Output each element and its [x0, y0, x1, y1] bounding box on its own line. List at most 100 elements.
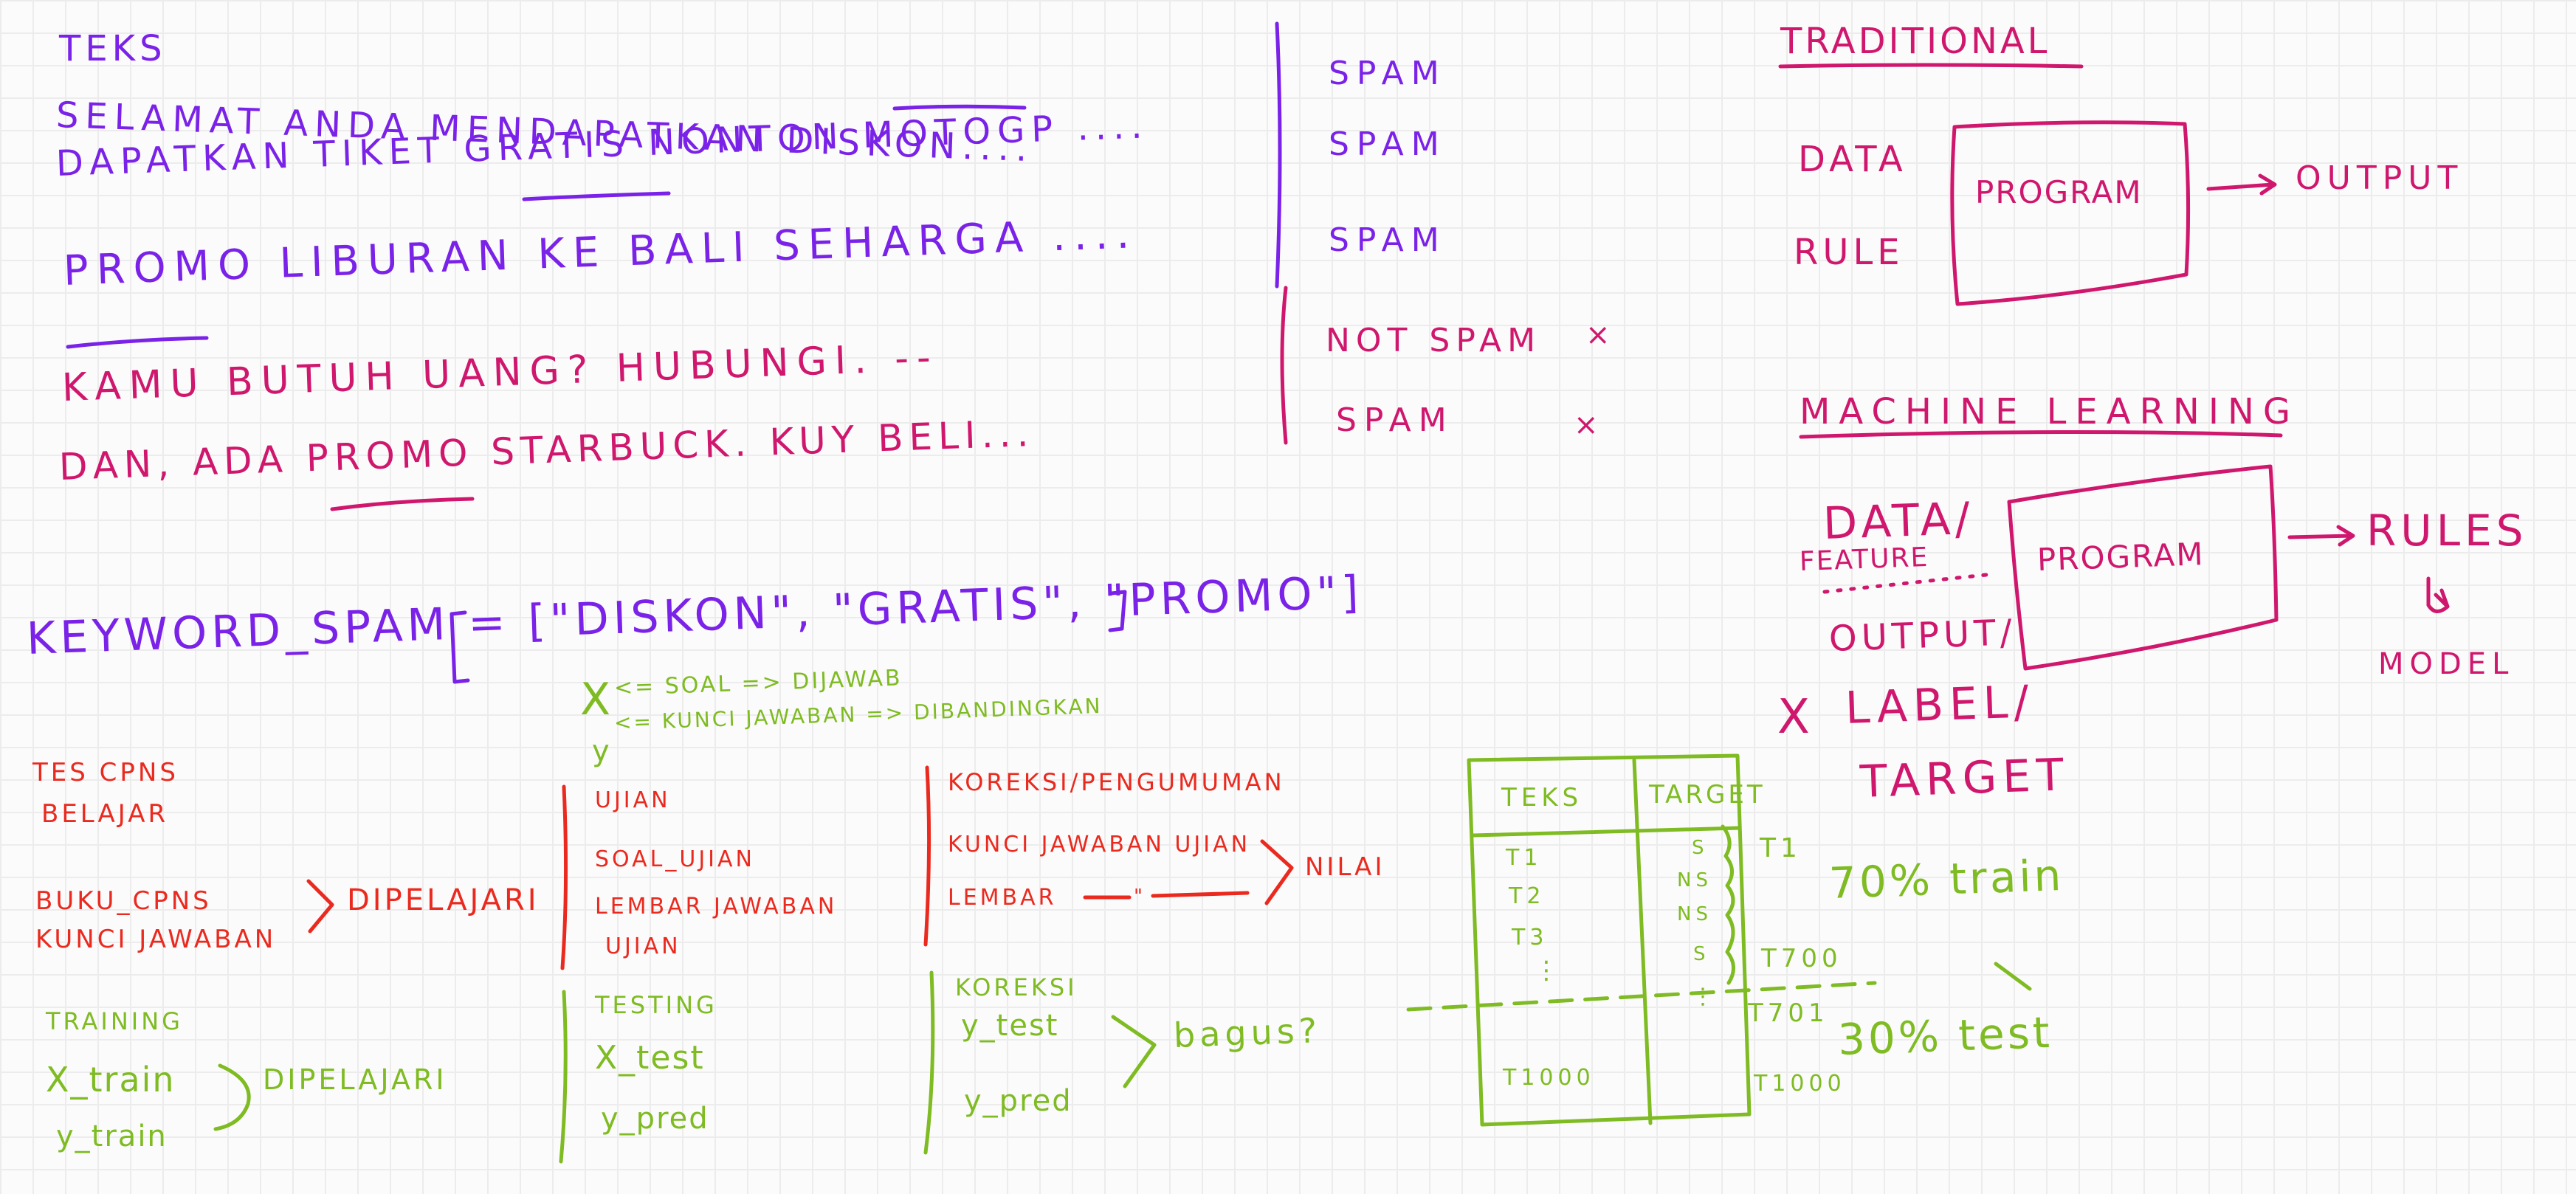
ml-output-1: OUTPUT/: [1828, 612, 2017, 660]
table-column-divider: [1632, 758, 1653, 1125]
ml-arrow-rules: [2287, 525, 2355, 547]
table-target-3: NS: [1677, 903, 1712, 925]
keyword-close-bracket: [1108, 590, 1127, 632]
table-outline: [1467, 753, 1752, 1127]
ml-training: TRAINING: [46, 1007, 183, 1035]
ml-arrow-model: [2426, 576, 2450, 613]
analogy-nilai: NILAI: [1305, 852, 1385, 882]
table-test-split: 30% test: [1836, 1007, 2053, 1065]
analogy-ujian-2: UJIAN: [605, 934, 681, 959]
y-letter: y: [592, 734, 614, 768]
ml-y-pred-2: y_pred: [964, 1084, 1072, 1118]
teks-heading: TEKS: [59, 28, 167, 69]
table-header-teks: TEKS: [1501, 783, 1583, 812]
table-train-split: 70% train: [1828, 849, 2065, 908]
keyword-open-bracket: [450, 610, 470, 684]
table-row-dots: ⋮: [1534, 956, 1563, 985]
analogy-ditto-mark: ": [1134, 886, 1147, 908]
traditional-heading-underline: [1778, 63, 2084, 69]
ml-rules: RULES: [2366, 505, 2528, 556]
analogy-kunci-jawaban: KUNCI JAWABAN: [35, 925, 277, 954]
ml-model: MODEL: [2378, 647, 2515, 681]
green-brace-bagus: [1111, 1015, 1157, 1088]
divider-purple: [1275, 21, 1282, 289]
table-row-t2: T2: [1509, 883, 1546, 909]
ml-heading-underline: [1799, 429, 2283, 439]
ml-dipelajari: DIPELAJARI: [263, 1063, 447, 1096]
traditional-rule: RULE: [1794, 232, 1904, 273]
analogy-lembar-jawaban: LEMBAR JAWABAN: [595, 894, 838, 919]
table-target-dots: ⋮: [1692, 984, 1718, 1010]
ml-program: PROGRAM: [2036, 536, 2205, 578]
table-target-1: S: [1692, 837, 1709, 859]
ml-output-3: TARGET: [1859, 749, 2070, 808]
label-spam-1: SPAM: [1329, 55, 1447, 92]
analogy-soal-ujian: SOAL_UJIAN: [595, 846, 755, 872]
green-brace-train: [213, 1063, 251, 1131]
analogy-dipelajari: DIPELAJARI: [347, 883, 540, 917]
green-divider-1: [559, 990, 568, 1164]
table-header-target: TARGET: [1649, 780, 1766, 810]
table-row-t1: T1: [1506, 845, 1543, 871]
table-side-t700: T700: [1761, 944, 1842, 973]
ml-y-test: y_test: [961, 1009, 1059, 1043]
label-spam-4: SPAM: [1336, 401, 1454, 439]
table-side-t1: T1: [1760, 833, 1802, 863]
ml-data-feature-2: FEATURE: [1799, 542, 1929, 577]
label-spam-3: SPAM: [1329, 221, 1447, 259]
ml-data-feature-1: DATA/: [1822, 492, 1975, 550]
underline-gratis: [522, 191, 671, 201]
underline-promo-1: [66, 336, 209, 349]
red-dash-lembar: [1083, 891, 1250, 900]
label-mark-1: ×: [1585, 318, 1615, 352]
table-row-t1000: T1000: [1503, 1065, 1595, 1091]
table-split-line: [1406, 981, 1877, 1012]
underline-diskon: [892, 104, 1027, 111]
ml-y-pred: y_pred: [601, 1102, 709, 1136]
table-target-2: NS: [1677, 869, 1712, 891]
ml-y-train: y_train: [56, 1119, 168, 1153]
table-side-t701: T701: [1748, 998, 1829, 1028]
ml-testing: TESTING: [595, 991, 717, 1019]
analogy-kunci-jawaban-ujian: KUNCI JAWABAN UJIAN: [948, 832, 1251, 857]
ml-x-mark: X: [1777, 690, 1814, 745]
underline-promo-2: [330, 497, 475, 511]
ml-x-train: X_train: [46, 1060, 176, 1100]
traditional-program: PROGRAM: [1975, 174, 2143, 210]
ml-x-test: X_test: [595, 1039, 705, 1077]
label-not-spam: NOT SPAM: [1326, 322, 1542, 359]
red-brace-dipelajari: [306, 879, 334, 934]
analogy-koreksi: KOREKSI/PENGUMUMAN: [948, 768, 1285, 796]
red-divider-2: [923, 765, 931, 947]
ml-koreksi: KOREKSI: [955, 973, 1078, 1001]
analogy-belajar: BELAJAR: [41, 799, 169, 829]
ml-output-2: LABEL/: [1844, 676, 2036, 734]
traditional-heading: TRADITIONAL: [1780, 21, 2050, 62]
analogy-lembar: LEMBAR: [948, 885, 1057, 911]
table-brace-right: [1721, 824, 1735, 985]
x-letter: X: [580, 674, 616, 725]
red-divider-1: [560, 784, 568, 970]
table-side-t1000: T1000: [1754, 1071, 1846, 1097]
traditional-output: OUTPUT: [2296, 159, 2464, 197]
analogy-tes-cpns: TES CPNS: [32, 758, 179, 787]
analogy-buku-cpns: BUKU_CPNS: [35, 886, 212, 916]
ml-dotted-divider: [1822, 572, 1995, 594]
divider-magenta: [1280, 286, 1288, 445]
table-row-t3: T3: [1512, 925, 1549, 950]
traditional-program-box: [1950, 120, 2191, 306]
table-header-line: [1471, 826, 1741, 838]
label-spam-2: SPAM: [1329, 125, 1447, 163]
ml-bagus: bagus?: [1173, 1010, 1322, 1055]
red-brace-nilai: [1260, 839, 1294, 905]
traditional-arrow: [2206, 173, 2277, 196]
green-divider-2: [923, 970, 935, 1155]
label-mark-2: ×: [1574, 408, 1603, 442]
traditional-data: DATA: [1798, 139, 1907, 180]
ml-program-box: [2007, 464, 2279, 671]
table-tick-mark: [1994, 962, 2032, 991]
analogy-ujian: UJIAN: [595, 787, 671, 813]
ml-heading: MACHINE LEARNING: [1800, 391, 2300, 432]
table-target-4: S: [1693, 943, 1710, 965]
